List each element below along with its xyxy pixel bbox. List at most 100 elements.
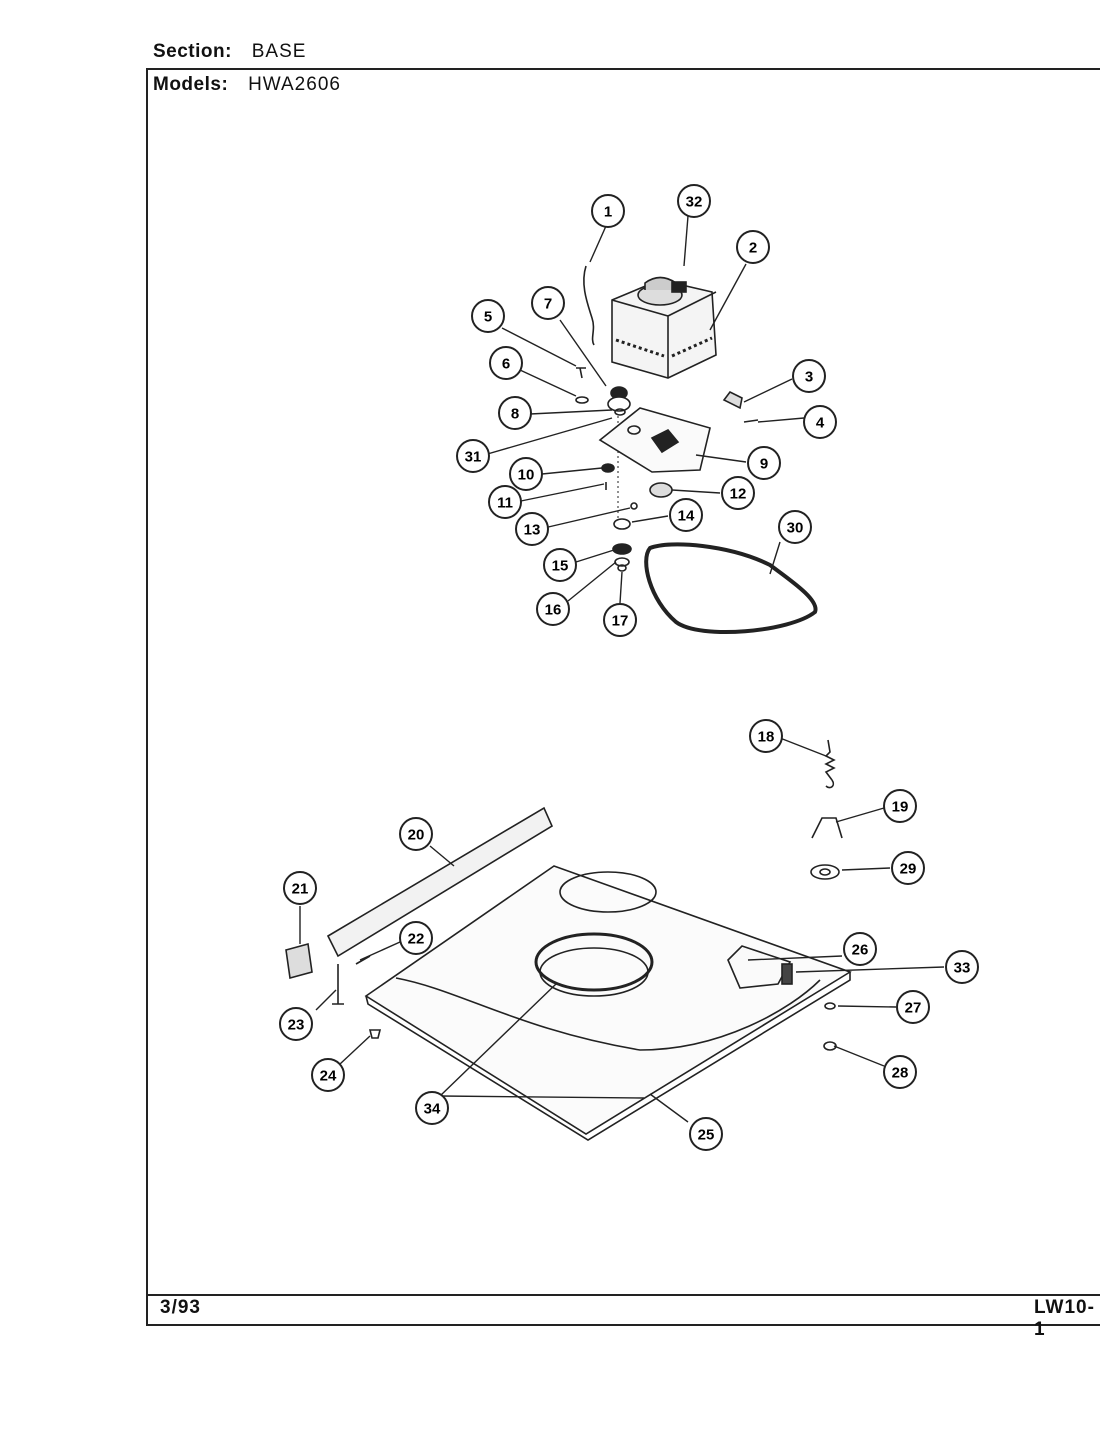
callout-25: 25 [689, 1117, 723, 1151]
part-wire-clip [583, 265, 595, 346]
callout-number: 29 [900, 861, 917, 878]
callout-number: 9 [760, 456, 768, 473]
callout-circle [456, 439, 490, 473]
callout-14: 14 [669, 498, 703, 532]
callout-18: 18 [749, 719, 783, 753]
callout-circle [843, 932, 877, 966]
callout-circle [591, 194, 625, 228]
callout-number: 21 [292, 881, 309, 898]
callout-26: 26 [843, 932, 877, 966]
footer-page-code: LW10-1 [1034, 1297, 1095, 1340]
callout-circle [498, 396, 532, 430]
callout-number: 18 [758, 729, 775, 746]
callout-number: 16 [545, 602, 562, 619]
part-leg-bolt [332, 964, 344, 1005]
models-header: Models: HWA2606 [153, 74, 341, 96]
models-value: HWA2606 [248, 74, 341, 95]
callout-circle [778, 510, 812, 544]
callout-number: 20 [408, 827, 425, 844]
callout-number: 3 [805, 369, 813, 386]
callout-circle [945, 950, 979, 984]
callout-circle [415, 1091, 449, 1125]
part-leveling-foot [285, 942, 313, 980]
callout-20: 20 [399, 817, 433, 851]
part-rail [326, 806, 554, 958]
section-header: Section: BASE [153, 41, 306, 63]
callout-circle [489, 346, 523, 380]
callout-circle [747, 446, 781, 480]
footer-date: 3/93 [160, 1297, 201, 1318]
callout-number: 4 [816, 415, 825, 432]
callout-29: 29 [891, 851, 925, 885]
callout-number: 25 [698, 1127, 715, 1144]
part-pad [810, 864, 840, 880]
callout-number: 6 [502, 356, 510, 373]
callout-circle [749, 719, 783, 753]
callout-7: 7 [531, 286, 565, 320]
callout-bubbles: 1234567891011121314151617181920212223242… [279, 184, 979, 1151]
callout-11: 11 [488, 485, 522, 519]
callout-2: 2 [736, 230, 770, 264]
callout-circle [509, 457, 543, 491]
callout-31: 31 [456, 439, 490, 473]
callout-circle [603, 603, 637, 637]
callout-4: 4 [803, 405, 837, 439]
callout-19: 19 [883, 789, 917, 823]
callout-circle [279, 1007, 313, 1041]
callout-number: 19 [892, 799, 909, 816]
callout-number: 17 [612, 613, 629, 630]
callout-number: 5 [484, 309, 492, 326]
part-tub-ring [534, 932, 654, 997]
part-motor [611, 276, 717, 379]
callout-number: 22 [408, 931, 425, 948]
callout-circle [677, 184, 711, 218]
callout-circle [721, 476, 755, 510]
callout-number: 32 [686, 194, 703, 211]
callout-circle [515, 512, 549, 546]
part-base-plate [364, 865, 852, 1141]
callout-34: 34 [415, 1091, 449, 1125]
callout-circle [536, 592, 570, 626]
callout-circle [803, 405, 837, 439]
callout-circle [543, 548, 577, 582]
section-value: BASE [251, 41, 307, 62]
callout-number: 15 [552, 558, 569, 575]
callout-23: 23 [279, 1007, 313, 1041]
footer-rule [146, 1294, 1100, 1296]
part-bracket [722, 390, 743, 410]
part-pulley [607, 386, 631, 412]
callout-number: 27 [905, 1000, 922, 1017]
part-bolt [576, 367, 586, 379]
callout-number: 26 [852, 942, 869, 959]
part-nut-27 [824, 1002, 836, 1010]
callout-15: 15 [543, 548, 577, 582]
callout-circle [283, 871, 317, 905]
callout-circle [488, 485, 522, 519]
callout-circle [792, 359, 826, 393]
part-idler-pulley [649, 482, 673, 498]
section-label: Section: [153, 41, 232, 62]
callout-number: 7 [544, 296, 552, 313]
callout-13: 13 [515, 512, 549, 546]
callout-number: 24 [320, 1068, 337, 1085]
callout-circle [531, 286, 565, 320]
callout-number: 11 [497, 495, 513, 512]
callout-circle [399, 817, 433, 851]
callout-8: 8 [498, 396, 532, 430]
part-tab [781, 963, 793, 985]
part-nut [630, 502, 638, 510]
part-screw [743, 419, 759, 423]
callout-9: 9 [747, 446, 781, 480]
part-spring-clip [811, 817, 843, 839]
callout-17: 17 [603, 603, 637, 637]
part-washer [575, 396, 589, 404]
callout-32: 32 [677, 184, 711, 218]
callout-16: 16 [536, 592, 570, 626]
callout-circle [471, 299, 505, 333]
callout-circle [883, 789, 917, 823]
callout-10: 10 [509, 457, 543, 491]
callout-33: 33 [945, 950, 979, 984]
callout-28: 28 [883, 1055, 917, 1089]
callout-22: 22 [399, 921, 433, 955]
